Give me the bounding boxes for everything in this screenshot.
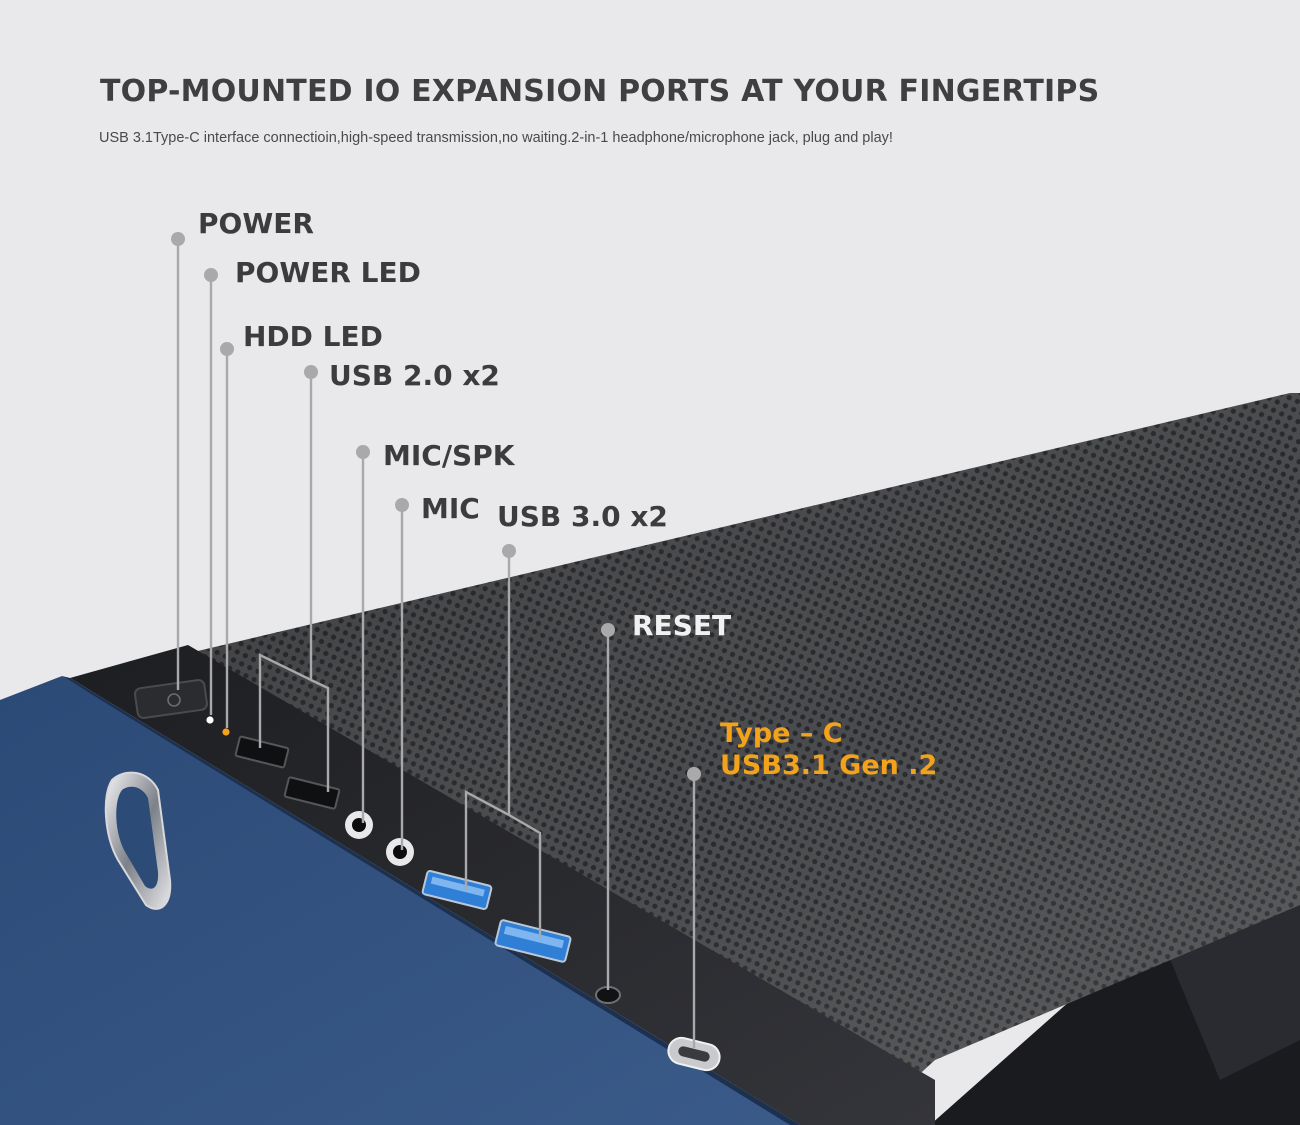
usb2-port-1[interactable]	[234, 735, 290, 769]
callout-leader-lines	[176, 240, 696, 1048]
page-subtitle: USB 3.1Type-C interface connectioin,high…	[99, 130, 893, 146]
power-button[interactable]	[134, 679, 208, 719]
callout-type-c: Type – C USB3.1 Gen .2	[720, 718, 937, 782]
callout-power-led: POWER LED	[235, 256, 421, 289]
callout-mic-spk: MIC/SPK	[383, 439, 515, 472]
power-symbol-icon	[167, 693, 181, 707]
callout-reset: RESET	[632, 609, 732, 642]
callout-dots	[171, 232, 701, 781]
callout-hdd-led: HDD LED	[243, 320, 383, 353]
top-mesh-shading	[75, 393, 1300, 1110]
case-side-edge	[62, 676, 800, 1125]
case-side-panel	[0, 676, 800, 1125]
callout-mic: MIC	[421, 492, 480, 525]
callout-usb3: USB 3.0 x2	[497, 500, 668, 533]
io-strip	[70, 645, 935, 1125]
callout-type-c-line2: USB3.1 Gen .2	[720, 750, 938, 781]
callout-usb2: USB 2.0 x2	[329, 359, 500, 392]
page-title: TOP-MOUNTED IO EXPANSION PORTS AT YOUR F…	[100, 74, 1100, 109]
callout-power: POWER	[198, 207, 314, 240]
callout-type-c-line1: Type – C	[720, 718, 843, 749]
power-led-indicator	[206, 716, 214, 724]
hdd-led-indicator	[222, 728, 230, 736]
usb2-port-2[interactable]	[283, 776, 341, 810]
